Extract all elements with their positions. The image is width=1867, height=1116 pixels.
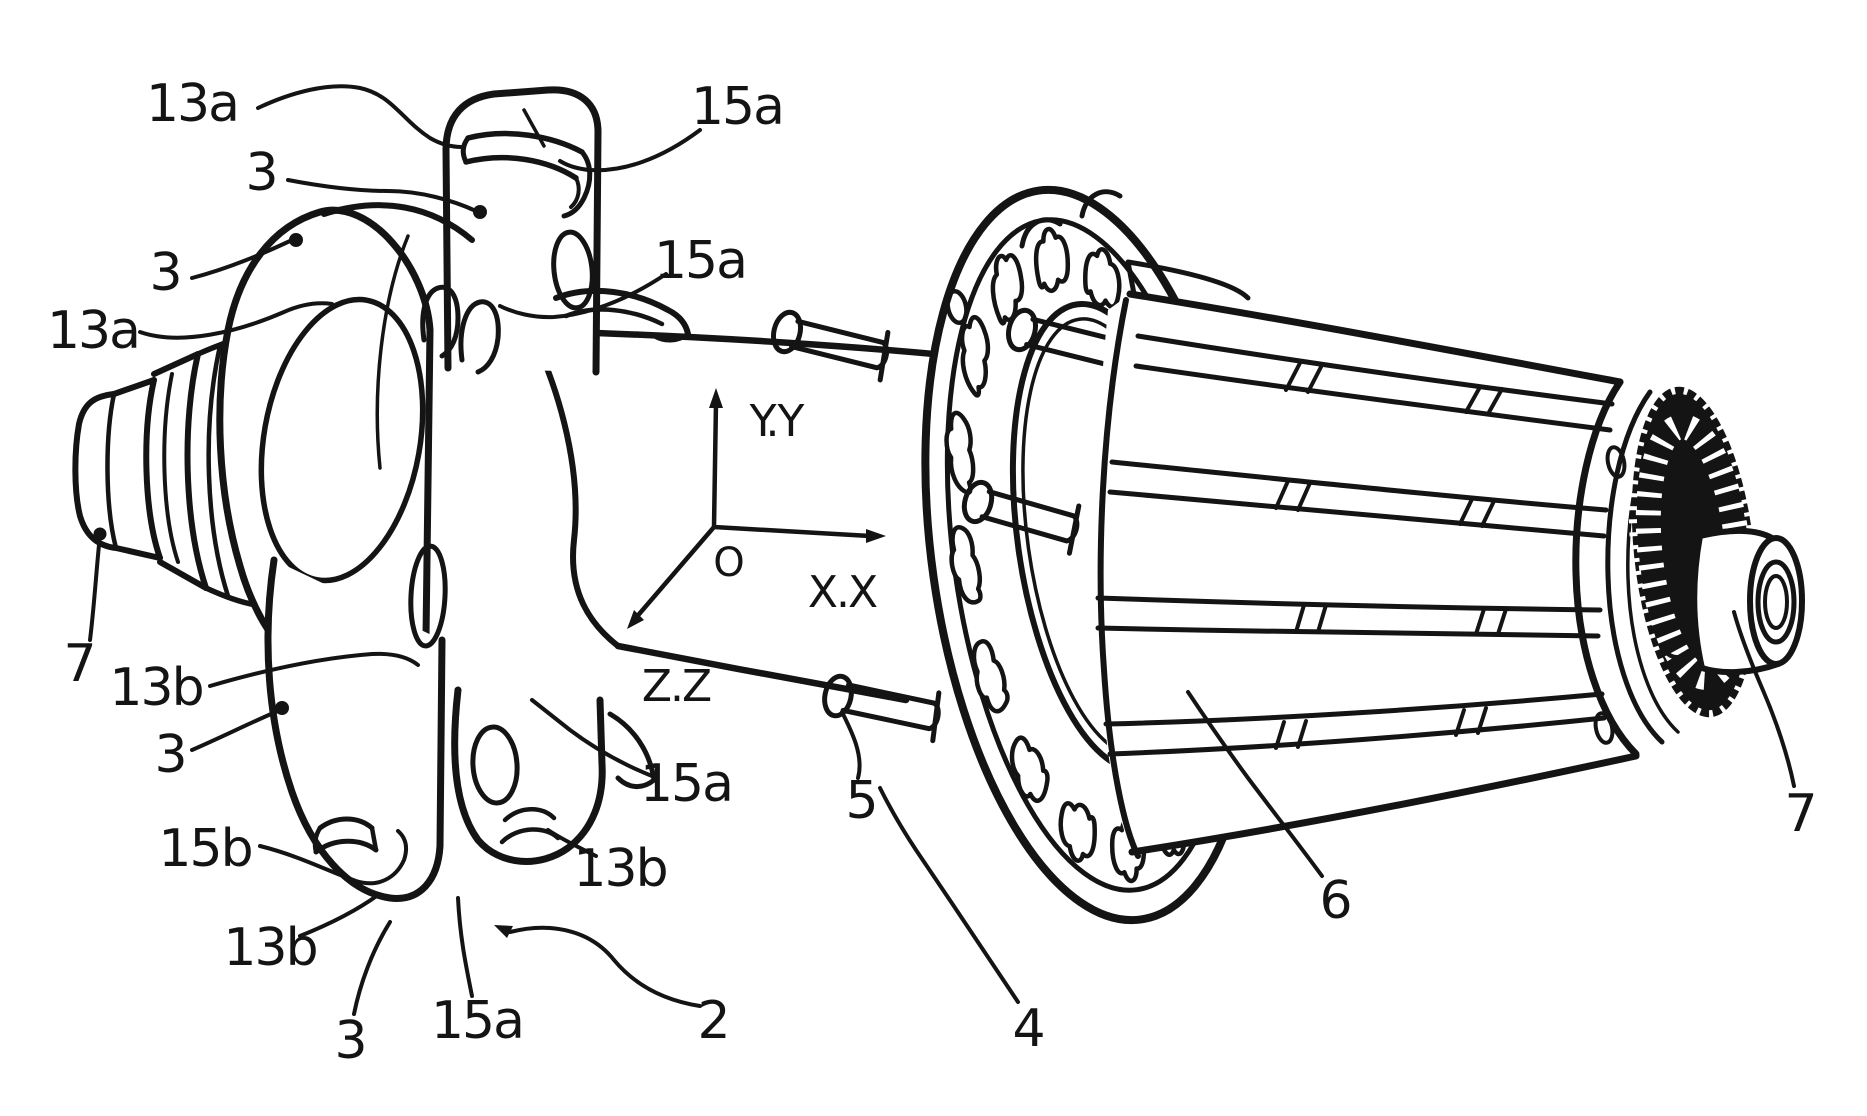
leader-13a-left (138, 301, 334, 340)
origin-label: O (713, 540, 744, 586)
y-axis-arrowhead (709, 388, 723, 408)
ref-15a-upper: 15a (654, 231, 746, 291)
leader-15b (258, 829, 408, 886)
leader-15a-top (558, 128, 702, 173)
leader-2-arrowhead (494, 925, 513, 938)
leader-7-right (1732, 610, 1796, 788)
spoke-hook-tab-top (442, 86, 602, 376)
leader-15a-upper (498, 272, 668, 320)
leader-dot-7-left (93, 527, 107, 541)
leader-5 (840, 710, 862, 780)
leader-3-lowerleft (190, 709, 280, 752)
leader-3-bottom (352, 920, 392, 1016)
leader-13b-left (208, 651, 420, 688)
leader-13b-mid (546, 828, 598, 858)
leader-lines (88, 84, 1796, 1016)
ref-3-lowerleft: 3 (154, 725, 185, 785)
spoke-hook-tab-bottom-right (451, 686, 657, 865)
leader-2 (508, 925, 702, 1008)
x-axis-label: X.X (808, 567, 877, 618)
ref-7-right: 7 (1784, 784, 1815, 844)
ref-3-bottom: 3 (334, 1011, 365, 1071)
z-axis-label: Z.Z (642, 661, 711, 712)
leader-dot-3-left (289, 233, 303, 247)
ref-3-left: 3 (149, 243, 180, 303)
ref-13a-left: 13a (47, 301, 139, 361)
leader-13a-top (256, 84, 464, 149)
ref-3-top: 3 (245, 143, 276, 203)
ref-13b-bottom: 13b (223, 918, 316, 978)
leader-7-left (88, 543, 101, 642)
leader-15a-bottom (456, 896, 474, 998)
axle-end-left (72, 325, 283, 609)
hub-shell-left (216, 86, 691, 902)
disc-rim-details (945, 189, 1123, 326)
ref-13b-left: 13b (109, 658, 202, 718)
ref-15a-top: 15a (691, 77, 783, 137)
spoke-hook-fingers (420, 284, 501, 375)
leader-15a-mid (530, 698, 654, 778)
ref-2: 2 (697, 991, 728, 1051)
leader-4 (878, 786, 1020, 1004)
ref-15a-mid: 15a (640, 754, 732, 814)
ref-5: 5 (845, 771, 876, 831)
leader-6 (1186, 690, 1324, 878)
ref-13a-top: 13a (146, 74, 238, 134)
leader-dot-3-lowerleft (275, 701, 289, 715)
leader-3-left (190, 239, 292, 280)
x-axis-arrowhead (866, 529, 886, 543)
ref-4: 4 (1012, 999, 1043, 1059)
leader-13b-bottom (298, 893, 380, 938)
ref-6: 6 (1319, 871, 1350, 931)
ref-15a-bottom: 15a (431, 991, 523, 1051)
freehub-splines (1095, 333, 1615, 757)
coordinate-triad: Y.Y X.X Z.Z O (627, 388, 886, 712)
z-axis-arrowhead (627, 610, 644, 629)
y-axis-label: Y.Y (749, 396, 805, 447)
ref-7-left: 7 (63, 634, 94, 694)
leader-3-top (286, 178, 478, 213)
spoke-hook-tab-bottom-left (264, 543, 448, 902)
freehub-body (1095, 259, 1680, 859)
axle-end-cap-right (1665, 527, 1805, 676)
leader-dot-3-top (473, 205, 487, 219)
reference-numerals: 13a 3 15a 3 13a 15a 7 13b 3 15b 13b 3 15… (47, 74, 1818, 1071)
ref-13b-mid: 13b (573, 839, 666, 899)
ref-15b: 15b (158, 819, 251, 879)
